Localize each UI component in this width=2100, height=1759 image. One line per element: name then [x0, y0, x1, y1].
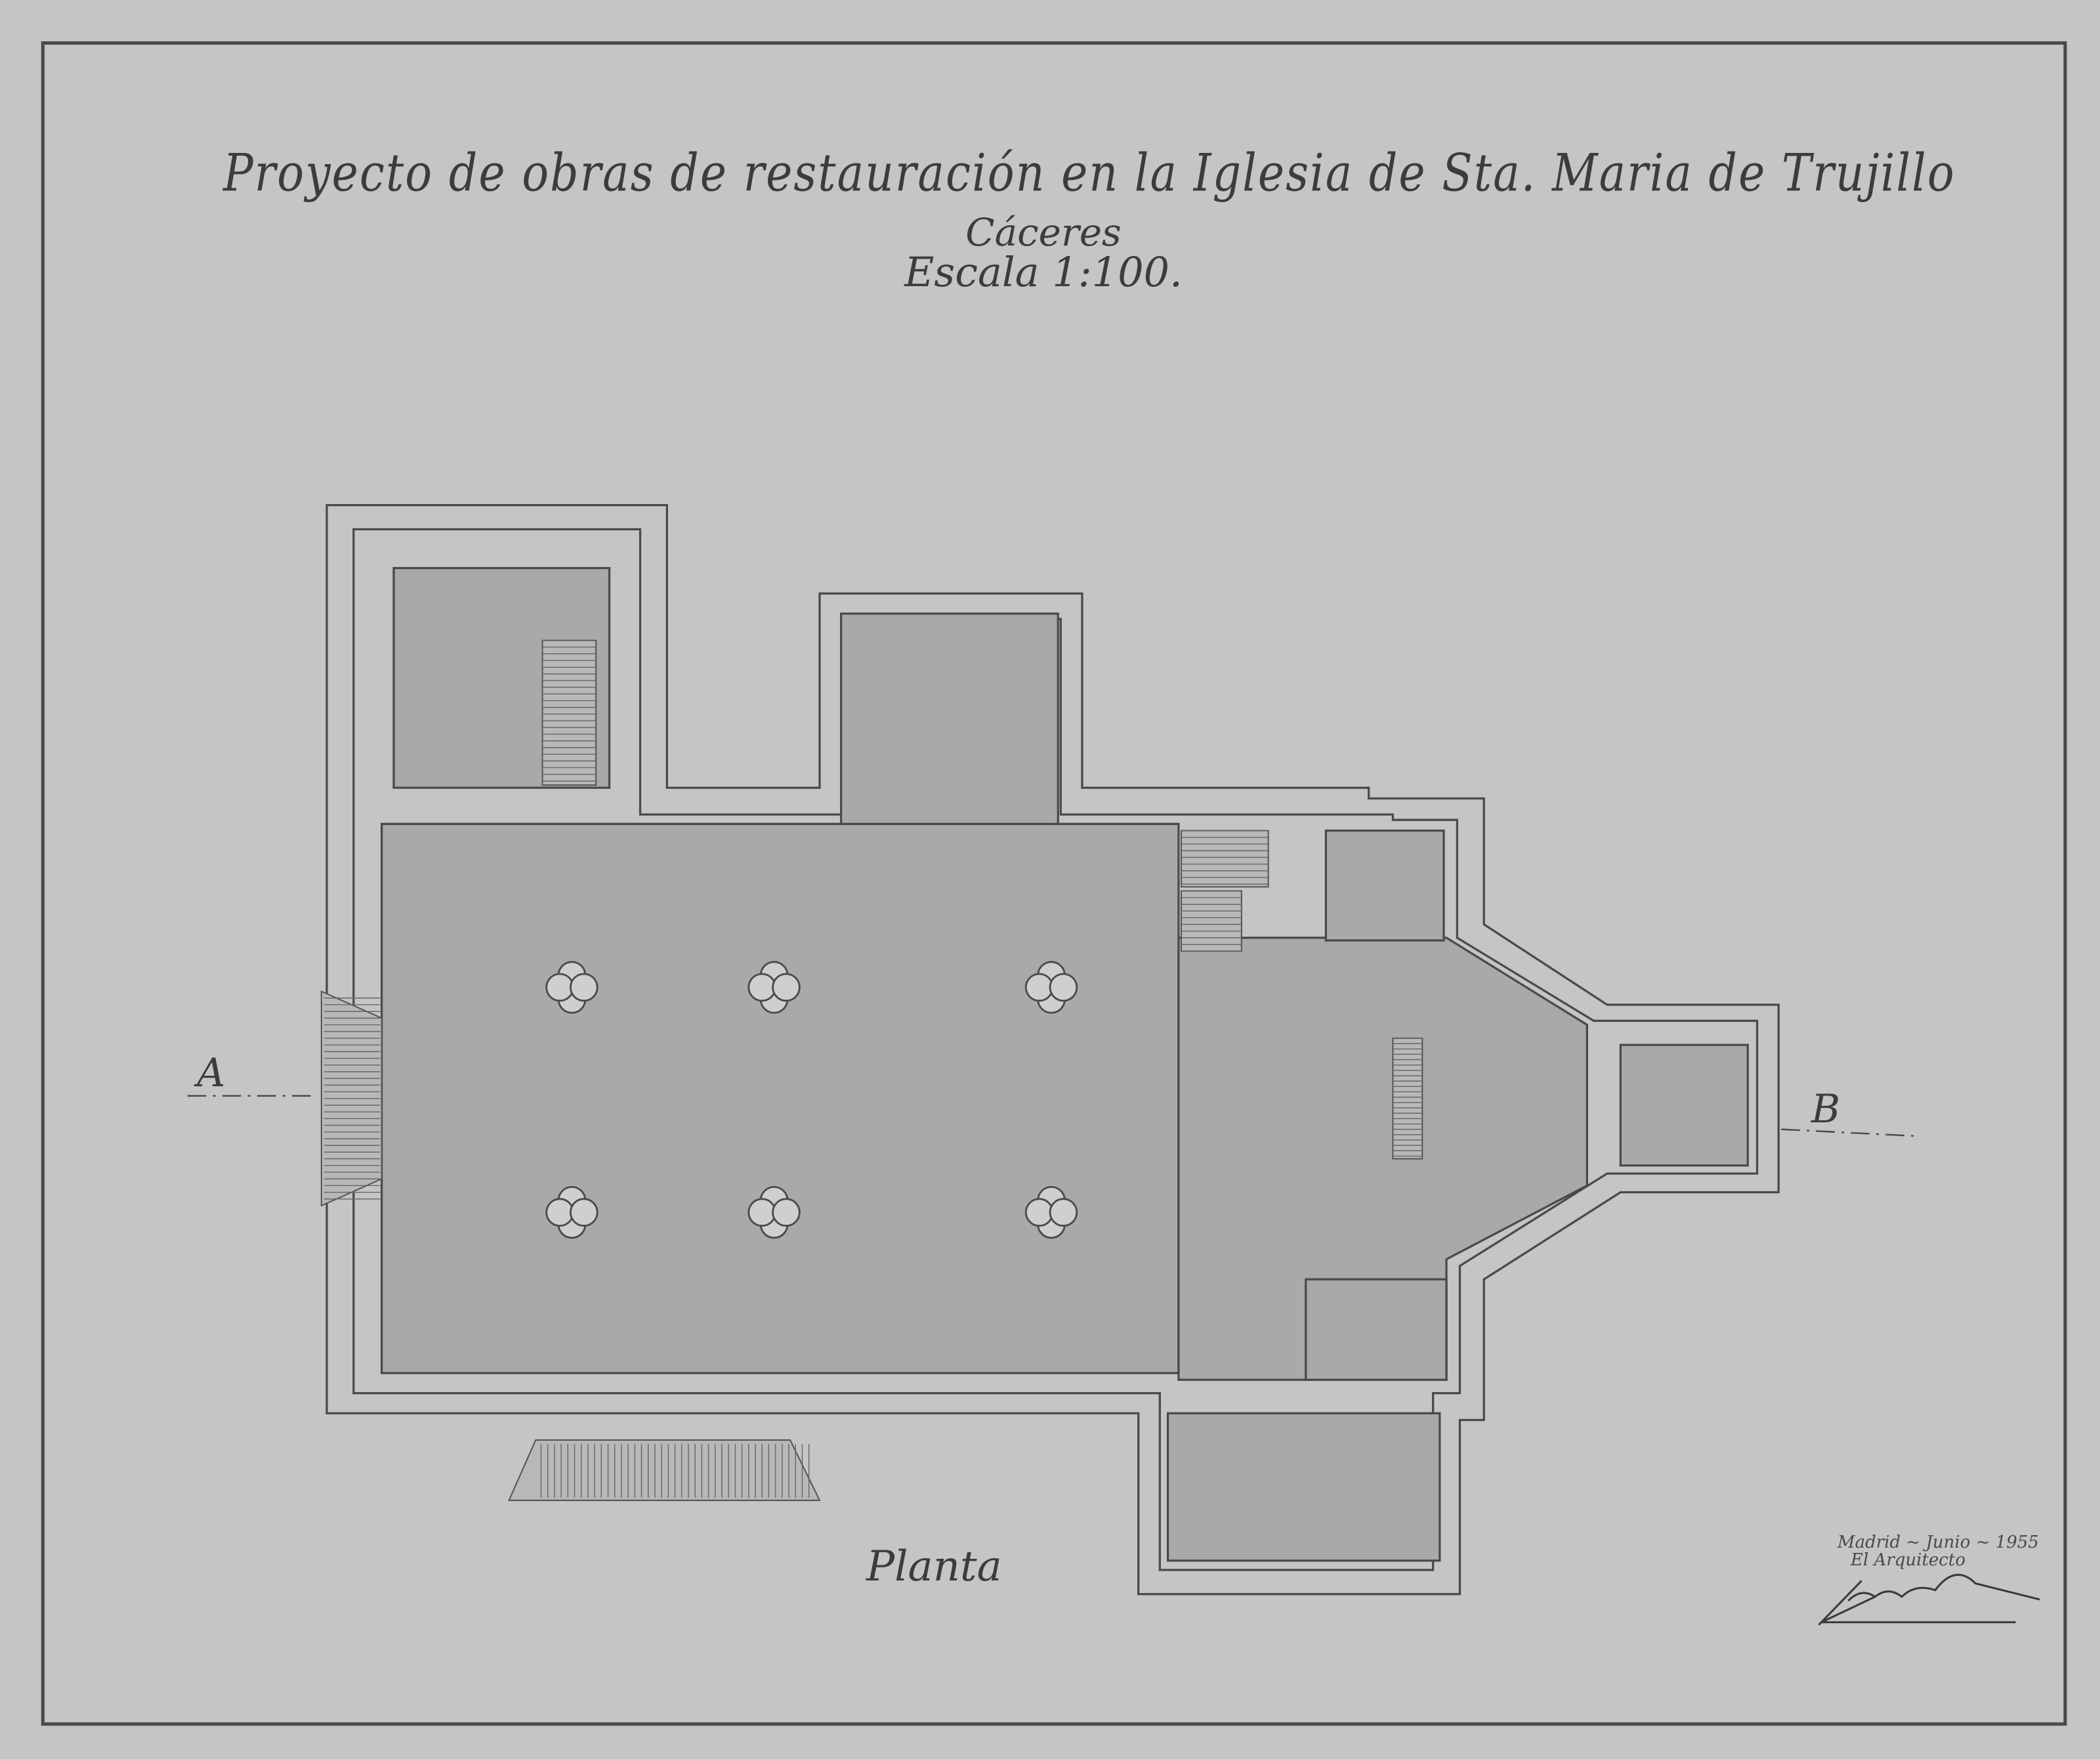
column	[1024, 1185, 1078, 1239]
title-line-1: Proyecto de obras de restauración en la …	[223, 144, 1956, 203]
column	[747, 1185, 801, 1239]
columns	[545, 961, 1078, 1239]
plan-label: Planta	[866, 1542, 1002, 1591]
architect-label: El Arquitecto	[1851, 1550, 1965, 1570]
stair-hatching	[324, 640, 1423, 1498]
column	[1024, 961, 1078, 1014]
section-marker-a: A	[197, 1050, 226, 1096]
nave	[381, 822, 1180, 1374]
title-line-2: Cáceres	[965, 210, 1122, 255]
outer-wall	[326, 503, 1780, 1596]
date-label: Madrid ~ Junio ~ 1955	[1838, 1533, 2039, 1552]
east-room	[1619, 1044, 1749, 1167]
sacristy	[840, 612, 1059, 825]
signature	[1818, 1573, 2040, 1626]
chancel	[1177, 937, 1588, 1381]
south-annex	[1305, 1278, 1448, 1381]
scale-label: Escala 1:100.	[904, 248, 1183, 296]
north-chapel	[1324, 829, 1445, 942]
section-marker-b: B	[1811, 1086, 1841, 1132]
column	[747, 961, 801, 1014]
column	[545, 961, 598, 1014]
sheet-border	[41, 41, 2067, 1726]
column	[545, 1185, 598, 1239]
section-line	[187, 1095, 1916, 1137]
south-room	[1166, 1412, 1441, 1562]
